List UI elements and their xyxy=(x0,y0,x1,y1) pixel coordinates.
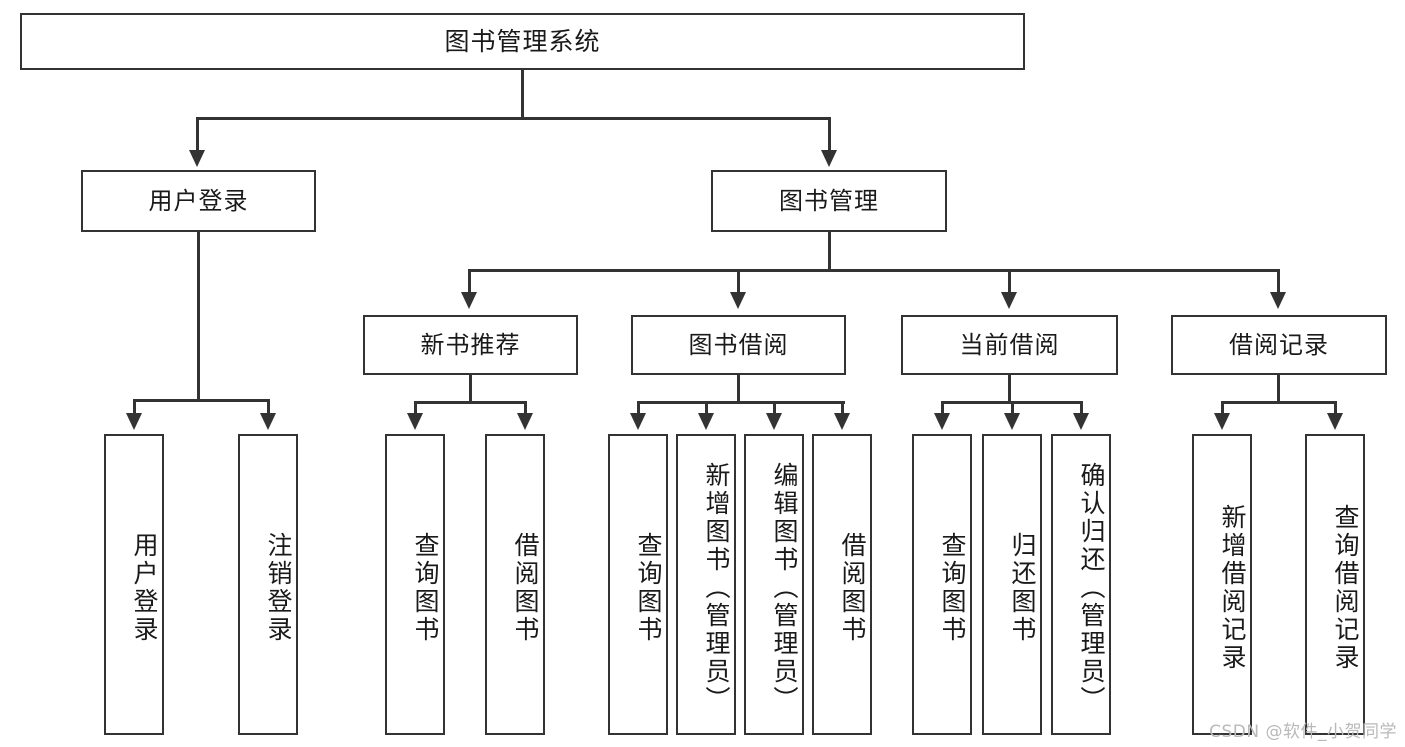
node-label: 确认归还（管理员） xyxy=(1077,461,1106,714)
edge-book-mgmt-drop-2 xyxy=(737,269,740,295)
leaf-book-borrow-lend[interactable]: 借阅图书 xyxy=(812,434,872,735)
node-label: 用户登录 xyxy=(130,531,159,644)
arrow-new-book-leaf-1 xyxy=(407,413,423,430)
arrow-to-borrow-record xyxy=(1270,292,1286,309)
watermark-text: CSDN @软件_小贺同学 xyxy=(1209,722,1397,742)
edge-new-book-drop-2 xyxy=(524,401,527,417)
node-label: 注销登录 xyxy=(264,531,293,644)
node-label: 用户登录 xyxy=(148,186,249,215)
edge-book-mgmt-drop-1 xyxy=(468,269,471,295)
edge-current-borrow-drop-3 xyxy=(1080,401,1083,417)
edge-book-borrow-stem xyxy=(737,375,740,403)
node-label: 查询图书 xyxy=(634,531,663,644)
node-label: 新增图书（管理员） xyxy=(702,461,731,714)
leaf-current-borrow-return[interactable]: 归还图书 xyxy=(982,434,1042,735)
edge-root-to-user-login xyxy=(196,117,199,152)
leaf-new-book-query[interactable]: 查询图书 xyxy=(385,434,445,735)
arrow-current-borrow-leaf-3 xyxy=(1073,413,1089,430)
leaf-new-book-borrow[interactable]: 借阅图书 xyxy=(485,434,545,735)
edge-root-to-book-mgmt xyxy=(828,117,831,152)
edge-root-bus xyxy=(196,117,830,120)
arrow-book-borrow-leaf-1 xyxy=(630,413,646,430)
node-label: 新增借阅记录 xyxy=(1218,503,1247,672)
edge-book-borrow-bus xyxy=(637,401,845,404)
edge-book-mgmt-drop-3 xyxy=(1008,269,1011,295)
leaf-current-borrow-confirm[interactable]: 确认归还（管理员） xyxy=(1051,434,1111,735)
edge-book-borrow-drop-4 xyxy=(841,401,844,417)
arrow-borrow-record-leaf-2 xyxy=(1327,413,1343,430)
arrow-user-login-leaf-2 xyxy=(260,413,276,430)
node-label: 当前借阅 xyxy=(959,330,1060,359)
edge-user-login-drop-1 xyxy=(133,399,136,417)
node-label: 编辑图书（管理员） xyxy=(770,461,799,714)
arrow-book-borrow-leaf-3 xyxy=(766,413,782,430)
edge-borrow-record-drop-1 xyxy=(1221,401,1224,417)
arrow-to-current-borrow xyxy=(1001,292,1017,309)
node-book-borrow[interactable]: 图书借阅 xyxy=(631,315,846,375)
arrow-to-new-book-rec xyxy=(461,292,477,309)
arrow-to-book-mgmt xyxy=(821,150,837,167)
edge-new-book-drop-1 xyxy=(414,401,417,417)
node-borrow-record[interactable]: 借阅记录 xyxy=(1171,315,1387,375)
arrow-to-book-borrow xyxy=(730,292,746,309)
edge-book-mgmt-drop-4 xyxy=(1277,269,1280,295)
edge-user-login-drop-2 xyxy=(267,399,270,417)
node-label: 新书推荐 xyxy=(420,330,521,359)
leaf-book-borrow-query[interactable]: 查询图书 xyxy=(608,434,668,735)
arrow-new-book-leaf-2 xyxy=(517,413,533,430)
leaf-borrow-record-query[interactable]: 查询借阅记录 xyxy=(1305,434,1365,735)
arrow-current-borrow-leaf-2 xyxy=(1004,413,1020,430)
edge-book-borrow-drop-3 xyxy=(773,401,776,417)
node-label: 图书借阅 xyxy=(688,330,789,359)
arrow-to-user-login xyxy=(189,150,205,167)
edge-book-mgmt-bus xyxy=(468,269,1279,272)
arrow-user-login-leaf-1 xyxy=(126,413,142,430)
edge-current-borrow-drop-2 xyxy=(1011,401,1014,417)
edge-current-borrow-drop-1 xyxy=(941,401,944,417)
edge-new-book-stem xyxy=(469,375,472,403)
node-label: 借阅图书 xyxy=(511,531,540,644)
edge-book-borrow-drop-1 xyxy=(637,401,640,417)
edge-borrow-record-drop-2 xyxy=(1334,401,1337,417)
node-root-system[interactable]: 图书管理系统 xyxy=(20,13,1025,70)
node-label: 查询借阅记录 xyxy=(1331,503,1360,672)
leaf-user-login-login[interactable]: 用户登录 xyxy=(104,434,164,735)
node-label: 借阅记录 xyxy=(1229,330,1329,359)
node-current-borrow[interactable]: 当前借阅 xyxy=(901,315,1118,375)
arrow-current-borrow-leaf-1 xyxy=(934,413,950,430)
node-new-book-recommend[interactable]: 新书推荐 xyxy=(363,315,578,375)
edge-book-borrow-drop-2 xyxy=(705,401,708,417)
node-label: 查询图书 xyxy=(938,531,967,644)
leaf-user-login-logout[interactable]: 注销登录 xyxy=(238,434,298,735)
node-label: 图书管理系统 xyxy=(444,26,601,56)
leaf-book-borrow-edit[interactable]: 编辑图书（管理员） xyxy=(744,434,804,735)
arrow-borrow-record-leaf-1 xyxy=(1214,413,1230,430)
node-label: 查询图书 xyxy=(411,531,440,644)
edge-new-book-bus xyxy=(414,401,526,404)
leaf-borrow-record-add[interactable]: 新增借阅记录 xyxy=(1192,434,1252,735)
edge-user-login-stem xyxy=(197,232,200,401)
arrow-book-borrow-leaf-2 xyxy=(698,413,714,430)
arrow-book-borrow-leaf-4 xyxy=(834,413,850,430)
node-book-management[interactable]: 图书管理 xyxy=(711,170,947,232)
edge-current-borrow-stem xyxy=(1008,375,1011,403)
edge-root-stem xyxy=(521,70,524,119)
edge-book-mgmt-stem xyxy=(828,232,831,271)
node-label: 图书管理 xyxy=(779,186,879,215)
node-label: 借阅图书 xyxy=(838,531,867,644)
leaf-book-borrow-add[interactable]: 新增图书（管理员） xyxy=(676,434,736,735)
leaf-current-borrow-query[interactable]: 查询图书 xyxy=(912,434,972,735)
node-label: 归还图书 xyxy=(1008,531,1037,644)
edge-borrow-record-bus xyxy=(1221,401,1336,404)
node-user-login[interactable]: 用户登录 xyxy=(81,170,316,232)
edge-borrow-record-stem xyxy=(1277,375,1280,403)
edge-user-login-bus xyxy=(133,399,269,402)
